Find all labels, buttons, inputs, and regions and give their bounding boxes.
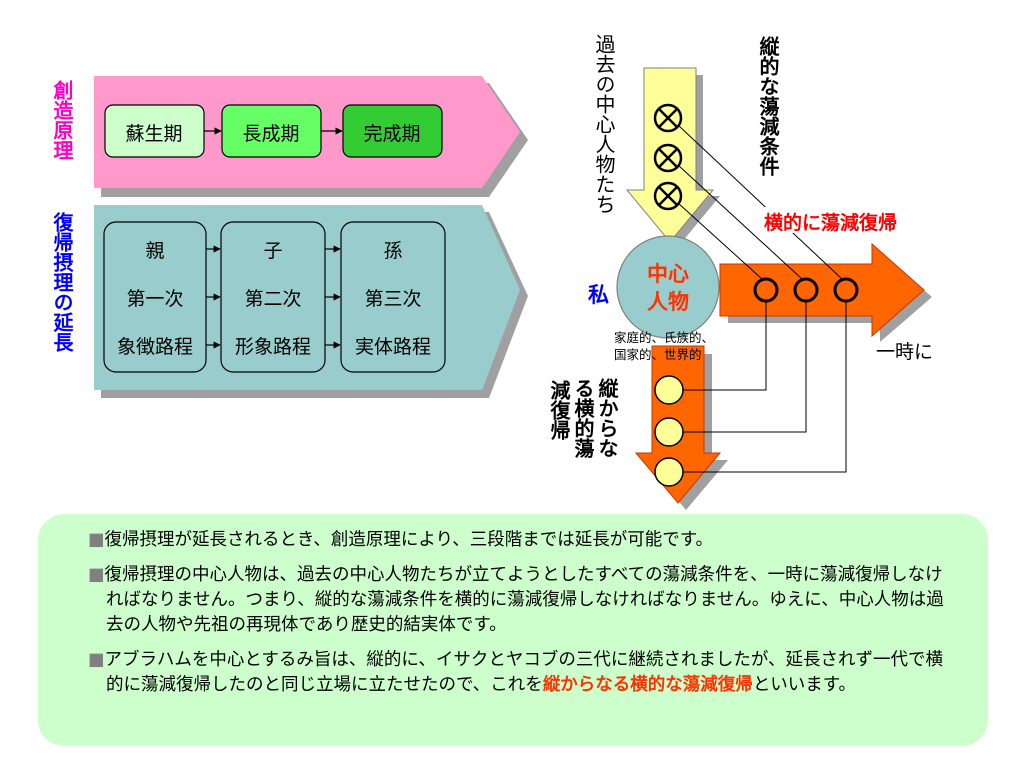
vertical-dot [654, 417, 684, 447]
stage-box-3: 完成期 [342, 104, 443, 158]
central-figure: 中心 人物 [616, 235, 720, 339]
svg-text:孫: 孫 [383, 240, 402, 262]
svg-text:象徴路程: 象徴路程 [117, 336, 193, 358]
svg-text:実体路程: 実体路程 [355, 336, 431, 358]
vertical-dot [654, 457, 684, 487]
cross-circle-icon [653, 181, 683, 211]
vertical-conditions-label: 縦的な蕩減条件 [756, 36, 780, 177]
bullet-icon: ■ [88, 530, 105, 550]
svg-text:第三次: 第三次 [364, 288, 421, 310]
svg-text:完成期: 完成期 [363, 123, 420, 145]
watashi-label: 私 [588, 283, 609, 307]
horizontal-restoration-arrow [719, 242, 932, 342]
svg-text:子: 子 [263, 240, 282, 262]
level-note-line1: 家庭的、氏族的、 [614, 330, 714, 345]
svg-text:長成期: 長成期 [242, 123, 299, 145]
stage-box-1: 蘇生期 [104, 104, 205, 158]
highlight-text: 縦からなる横的な蕩減復帰 [542, 675, 753, 695]
vertical-horizontal-label-a: 縦からな [595, 378, 619, 458]
at-once-label: 一時に [876, 341, 933, 363]
vertical-horizontal-label-b: る横的蕩 [571, 378, 595, 459]
svg-text:親: 親 [145, 240, 164, 262]
restoration-extension-label: 復帰摂理の延長 [50, 211, 74, 353]
cross-circle-icon [653, 103, 683, 133]
svg-text:人物: 人物 [647, 290, 689, 314]
past-figures-label: 過去の中心人物たち [592, 34, 616, 214]
bullet-icon: ■ [88, 565, 105, 585]
summary-paragraph-2: ■復帰摂理の中心人物は、過去の中心人物たちが立てようとしたすべての蕩減条件を、一… [88, 565, 944, 635]
level-note-line2: 国家的、世界的 [614, 347, 702, 362]
vertical-dot [654, 375, 684, 405]
creation-principle-label: 創造原理 [50, 79, 74, 160]
generation-box-1: 親 第一次 象徴路程 [103, 221, 207, 373]
generation-box-2: 子 第二次 形象路程 [220, 221, 326, 373]
svg-text:蘇生期: 蘇生期 [125, 123, 182, 145]
svg-text:中心: 中心 [647, 262, 689, 286]
generation-box-3: 孫 第三次 実体路程 [340, 221, 446, 373]
summary-panel: ■復帰摂理が延長されるとき、創造原理により、三段階までは延長が可能です。 ■復帰… [38, 514, 988, 746]
summary-paragraph-3: ■アブラハムを中心とするみ旨は、縦的に、イサクとヤコブの三代に継続されましたが、… [88, 650, 943, 695]
vertical-horizontal-label-c: 減復帰 [547, 379, 571, 441]
bullet-icon: ■ [88, 650, 105, 670]
summary-paragraph-1: ■復帰摂理が延長されるとき、創造原理により、三段階までは延長が可能です。 [88, 530, 714, 550]
horizontal-restoration-label: 横的に蕩減復帰 [764, 211, 897, 234]
stage-box-2: 長成期 [221, 104, 322, 158]
cross-circle-icon [653, 143, 683, 173]
svg-text:形象路程: 形象路程 [235, 336, 311, 358]
svg-text:第二次: 第二次 [244, 288, 301, 310]
svg-text:第一次: 第一次 [126, 288, 183, 310]
